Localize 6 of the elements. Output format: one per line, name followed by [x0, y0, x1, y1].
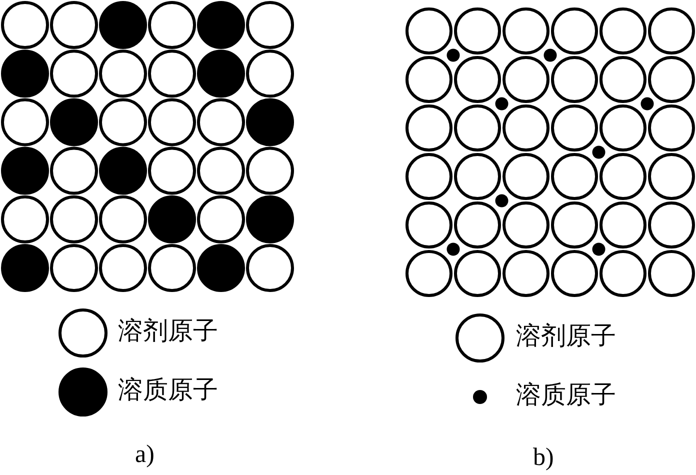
- legend-label: 溶质原子: [118, 376, 218, 406]
- legend-label: 溶剂原子: [516, 322, 616, 352]
- panel-label: a): [135, 440, 154, 470]
- legend-label: 溶质原子: [516, 381, 616, 411]
- legend-label: 溶剂原子: [118, 317, 218, 347]
- panel-label: b): [533, 443, 554, 473]
